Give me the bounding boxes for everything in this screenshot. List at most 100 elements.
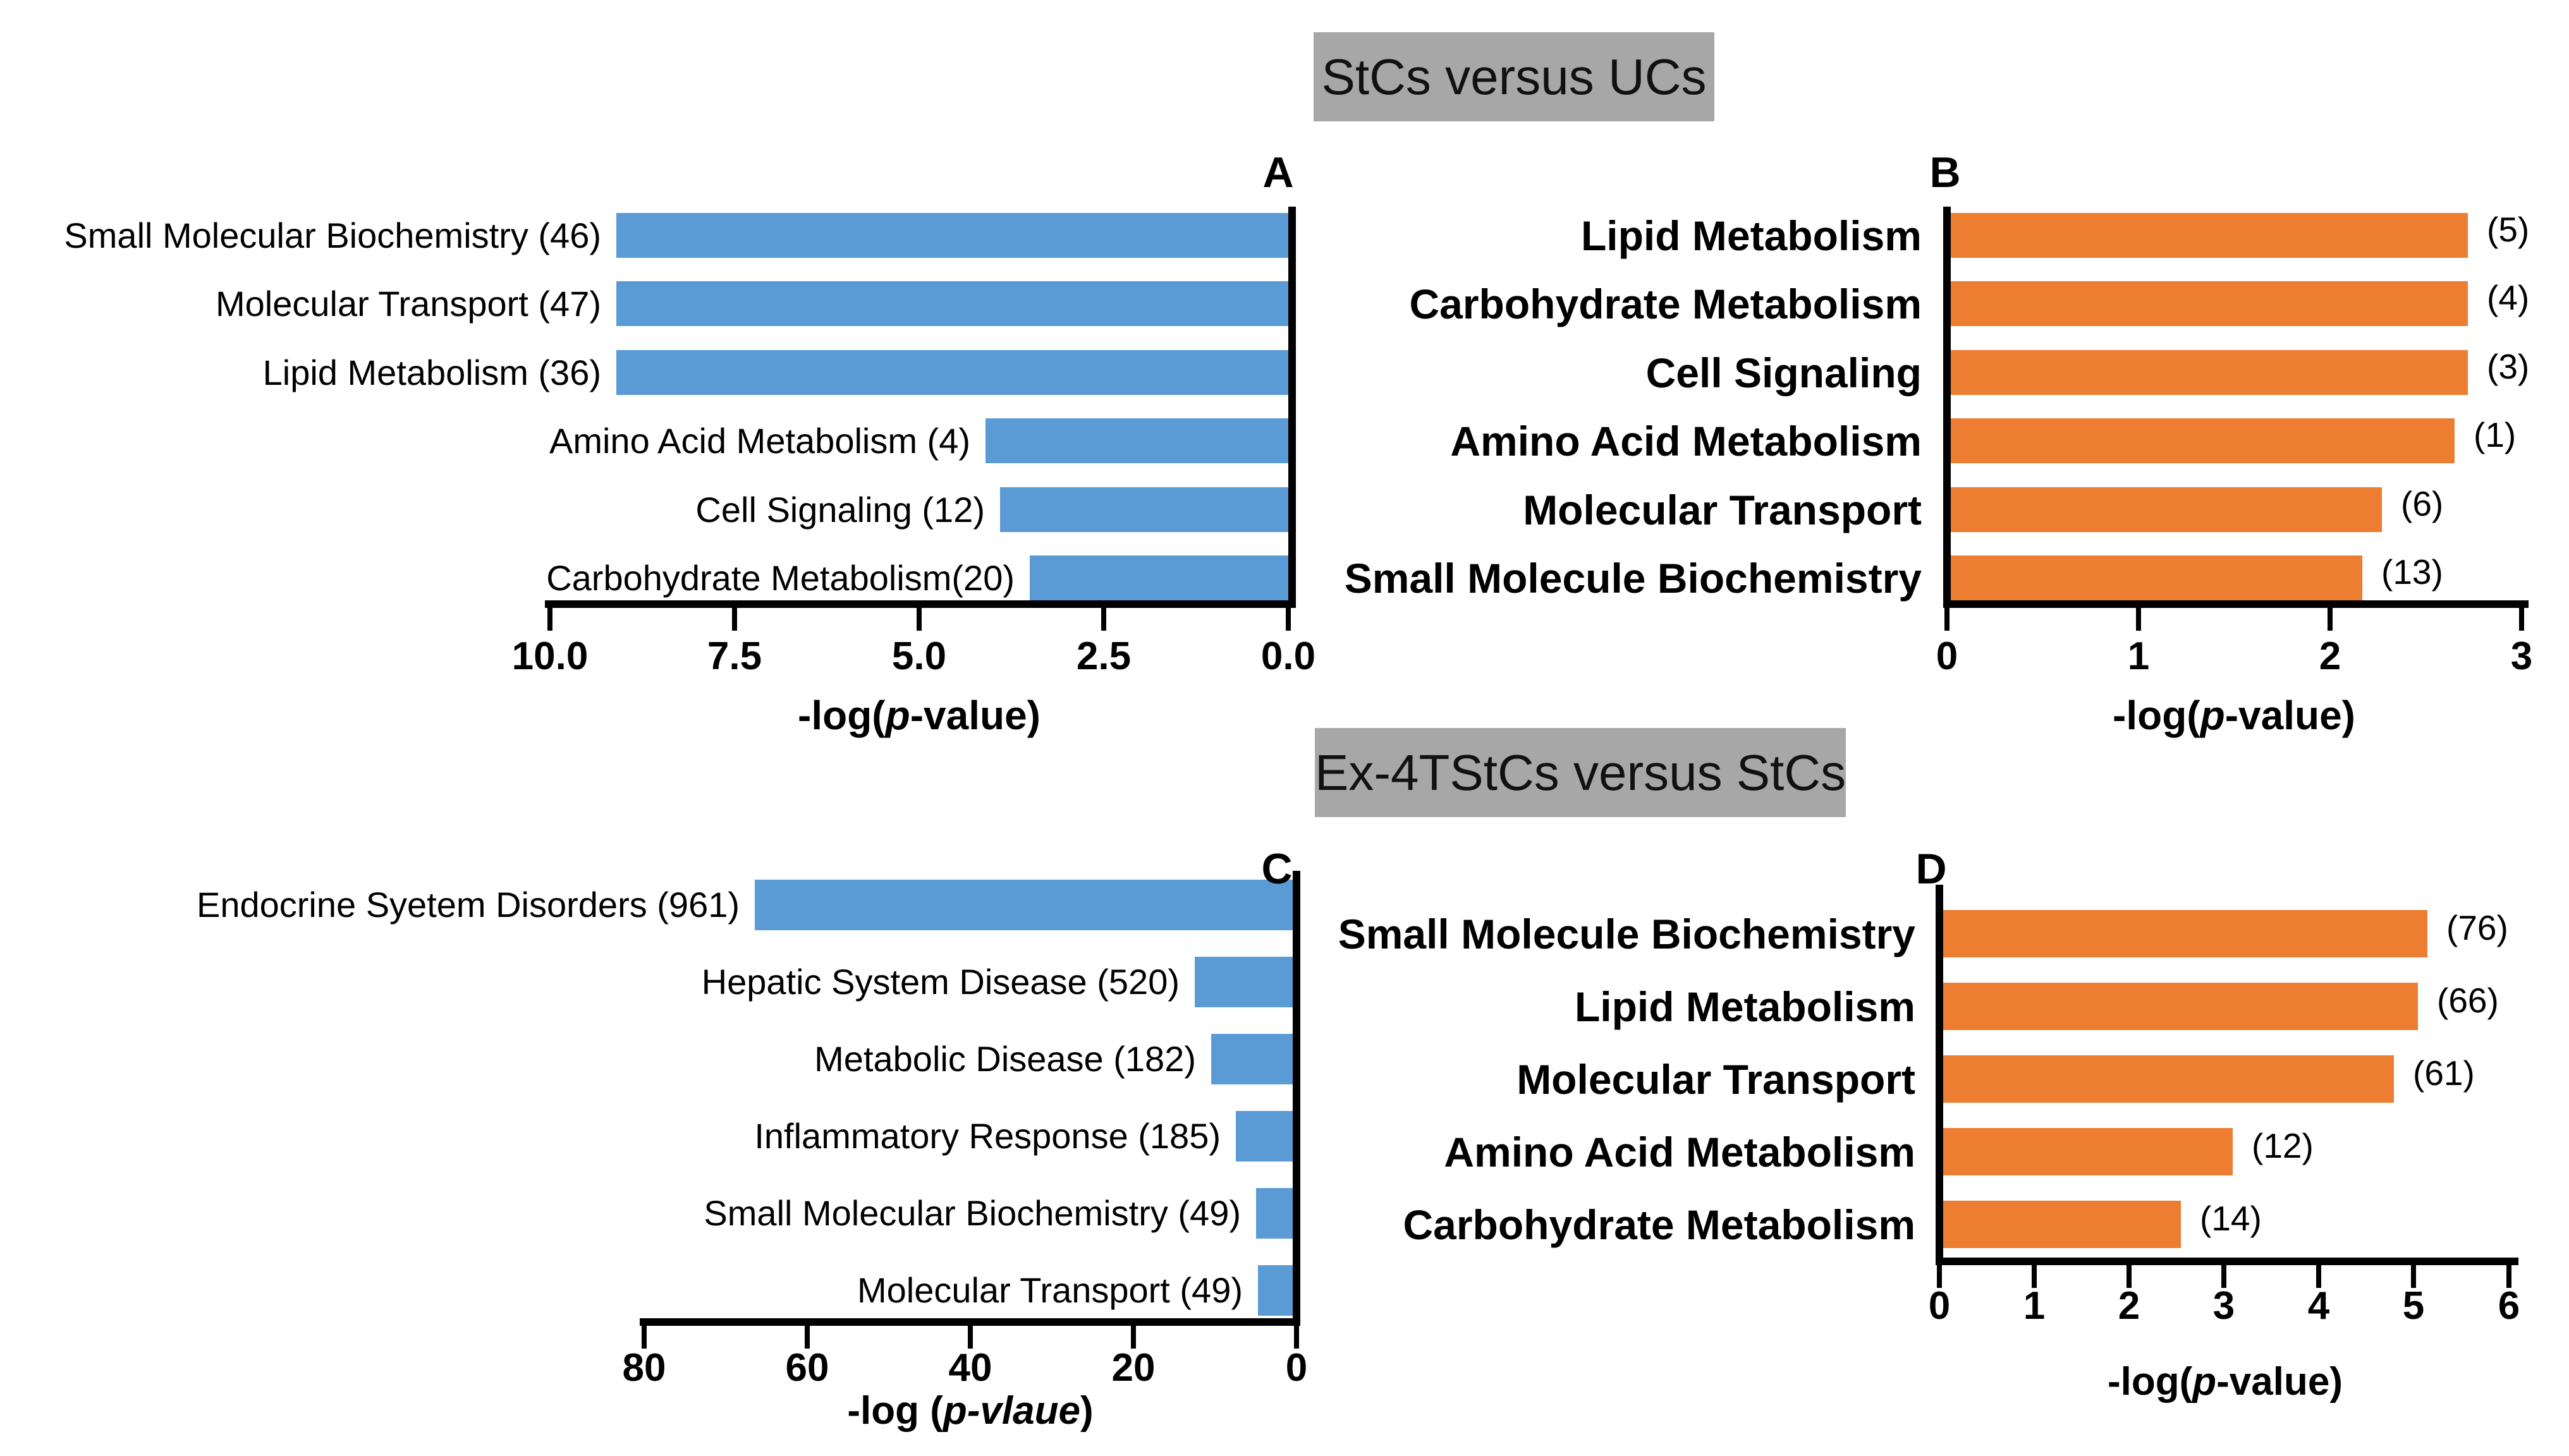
axis-tick bbox=[642, 1326, 647, 1349]
axis-tick-label: 3 bbox=[2510, 634, 2533, 678]
axis-tick-label: 60 bbox=[785, 1346, 829, 1390]
x-axis-title-part: -log( bbox=[2108, 1360, 2193, 1404]
x-axis-title: -log (p-vlaue) bbox=[654, 1388, 1286, 1435]
axis-tick bbox=[1944, 608, 1950, 631]
axis-tick bbox=[2519, 608, 2524, 631]
category-label: Metabolic Disease (182) bbox=[814, 1039, 1196, 1079]
bar-c-5 bbox=[1258, 1265, 1293, 1316]
axis-tick bbox=[917, 608, 922, 631]
y-axis-line bbox=[1936, 885, 1943, 1265]
axis-tick bbox=[2506, 1265, 2511, 1288]
bar-d-2 bbox=[1943, 1055, 2394, 1103]
x-axis-line bbox=[545, 600, 1296, 608]
axis-tick-label: 0 bbox=[1936, 634, 1958, 678]
category-label: Lipid Metabolism bbox=[1580, 212, 1922, 259]
bar-b-5 bbox=[1951, 555, 2362, 600]
count-label: (6) bbox=[2401, 484, 2444, 523]
axis-tick-label: 1 bbox=[2023, 1284, 2046, 1328]
axis-tick bbox=[2127, 1265, 2132, 1288]
bar-d-1 bbox=[1943, 983, 2418, 1030]
category-label: Molecular Transport bbox=[1516, 1056, 1915, 1103]
y-axis-line bbox=[1293, 871, 1300, 1326]
category-label: Small Molecule Biochemistry bbox=[1344, 555, 1922, 602]
section-title-bottom: Ex-4TStCs versus StCs bbox=[1315, 728, 1846, 817]
category-label: Small Molecular Biochemistry (46) bbox=[64, 215, 601, 255]
bar-d-3 bbox=[1943, 1128, 2233, 1175]
x-axis-title: -log(p-value) bbox=[603, 691, 1235, 739]
category-label: Lipid Metabolism bbox=[1574, 983, 1915, 1030]
axis-tick bbox=[2136, 608, 2141, 631]
bar-b-4 bbox=[1951, 487, 2382, 532]
bar-a-3 bbox=[985, 418, 1288, 463]
bar-a-1 bbox=[616, 281, 1288, 326]
category-label: Small Molecular Biochemistry (49) bbox=[704, 1193, 1241, 1233]
bar-a-5 bbox=[1030, 555, 1288, 600]
category-label: Molecular Transport (47) bbox=[215, 284, 601, 324]
axis-tick bbox=[2032, 1265, 2037, 1288]
bar-c-4 bbox=[1256, 1188, 1293, 1239]
axis-tick-label: 3 bbox=[2212, 1284, 2235, 1328]
category-label: Molecular Transport bbox=[1523, 487, 1922, 533]
axis-tick bbox=[1294, 1326, 1299, 1349]
axis-tick-label: 20 bbox=[1111, 1346, 1156, 1390]
bar-a-4 bbox=[1000, 487, 1288, 532]
axis-tick bbox=[968, 1326, 973, 1349]
category-label: Endocrine Syetem Disorders (961) bbox=[196, 885, 740, 925]
x-axis-line bbox=[1936, 1258, 2518, 1265]
x-axis-title-part: ) bbox=[1080, 1389, 1094, 1433]
y-axis-line bbox=[1943, 207, 1951, 608]
count-label: (61) bbox=[2413, 1053, 2475, 1093]
axis-tick bbox=[547, 608, 552, 631]
y-axis-line bbox=[1288, 207, 1296, 608]
axis-tick bbox=[1937, 1265, 1942, 1288]
bar-c-0 bbox=[755, 880, 1293, 930]
axis-tick bbox=[805, 1326, 810, 1349]
axis-tick bbox=[2221, 1265, 2226, 1288]
x-axis-title: -log(p-value) bbox=[1909, 1359, 2541, 1405]
axis-tick-label: 40 bbox=[948, 1346, 992, 1390]
category-label: Amino Acid Metabolism bbox=[1450, 418, 1922, 464]
bar-d-0 bbox=[1943, 910, 2427, 957]
category-label: Small Molecule Biochemistry bbox=[1338, 911, 1915, 957]
x-axis-title-part: p bbox=[2200, 693, 2225, 738]
axis-tick-label: 4 bbox=[2307, 1284, 2330, 1328]
panel-letter-d: D bbox=[1915, 845, 1947, 893]
bar-a-2 bbox=[616, 350, 1288, 395]
bar-c-2 bbox=[1211, 1034, 1293, 1084]
panel-letter-a: A bbox=[1262, 149, 1294, 197]
category-label: Amino Acid Metabolism (4) bbox=[549, 421, 970, 461]
axis-tick-label: 5 bbox=[2402, 1284, 2425, 1328]
x-axis-title-part: p bbox=[885, 693, 910, 738]
axis-tick-label: 2 bbox=[2319, 634, 2341, 678]
axis-tick bbox=[2328, 608, 2333, 631]
axis-tick bbox=[1101, 608, 1106, 631]
category-label: Carbohydrate Metabolism(20) bbox=[546, 558, 1015, 598]
x-axis-title-part: p-vlaue bbox=[943, 1389, 1080, 1433]
axis-tick-label: 0 bbox=[1285, 1346, 1308, 1390]
bar-d-4 bbox=[1943, 1201, 2181, 1248]
bar-c-1 bbox=[1195, 957, 1293, 1007]
axis-tick-label: 2.5 bbox=[1076, 634, 1132, 678]
bar-a-0 bbox=[616, 213, 1288, 258]
count-label: (66) bbox=[2437, 981, 2499, 1020]
axis-tick-label: 0.0 bbox=[1260, 634, 1316, 678]
bar-b-3 bbox=[1951, 418, 2455, 463]
count-label: (1) bbox=[2474, 415, 2517, 454]
count-label: (14) bbox=[2200, 1199, 2262, 1238]
category-label: Inflammatory Response (185) bbox=[754, 1116, 1221, 1156]
count-label: (13) bbox=[2381, 552, 2443, 592]
category-label: Lipid Metabolism (36) bbox=[262, 353, 601, 392]
panel-letter-b: B bbox=[1929, 149, 1961, 197]
axis-tick-label: 80 bbox=[622, 1346, 666, 1390]
x-axis-title-part: p bbox=[2192, 1360, 2217, 1404]
x-axis-title-part: -log ( bbox=[847, 1389, 943, 1433]
axis-tick-label: 2 bbox=[2118, 1284, 2140, 1328]
axis-tick-label: 1 bbox=[2127, 634, 2150, 678]
section-title-top: StCs versus UCs bbox=[1314, 32, 1714, 121]
count-label: (76) bbox=[2446, 908, 2508, 947]
axis-tick bbox=[1286, 608, 1291, 631]
x-axis-line bbox=[640, 1318, 1300, 1326]
